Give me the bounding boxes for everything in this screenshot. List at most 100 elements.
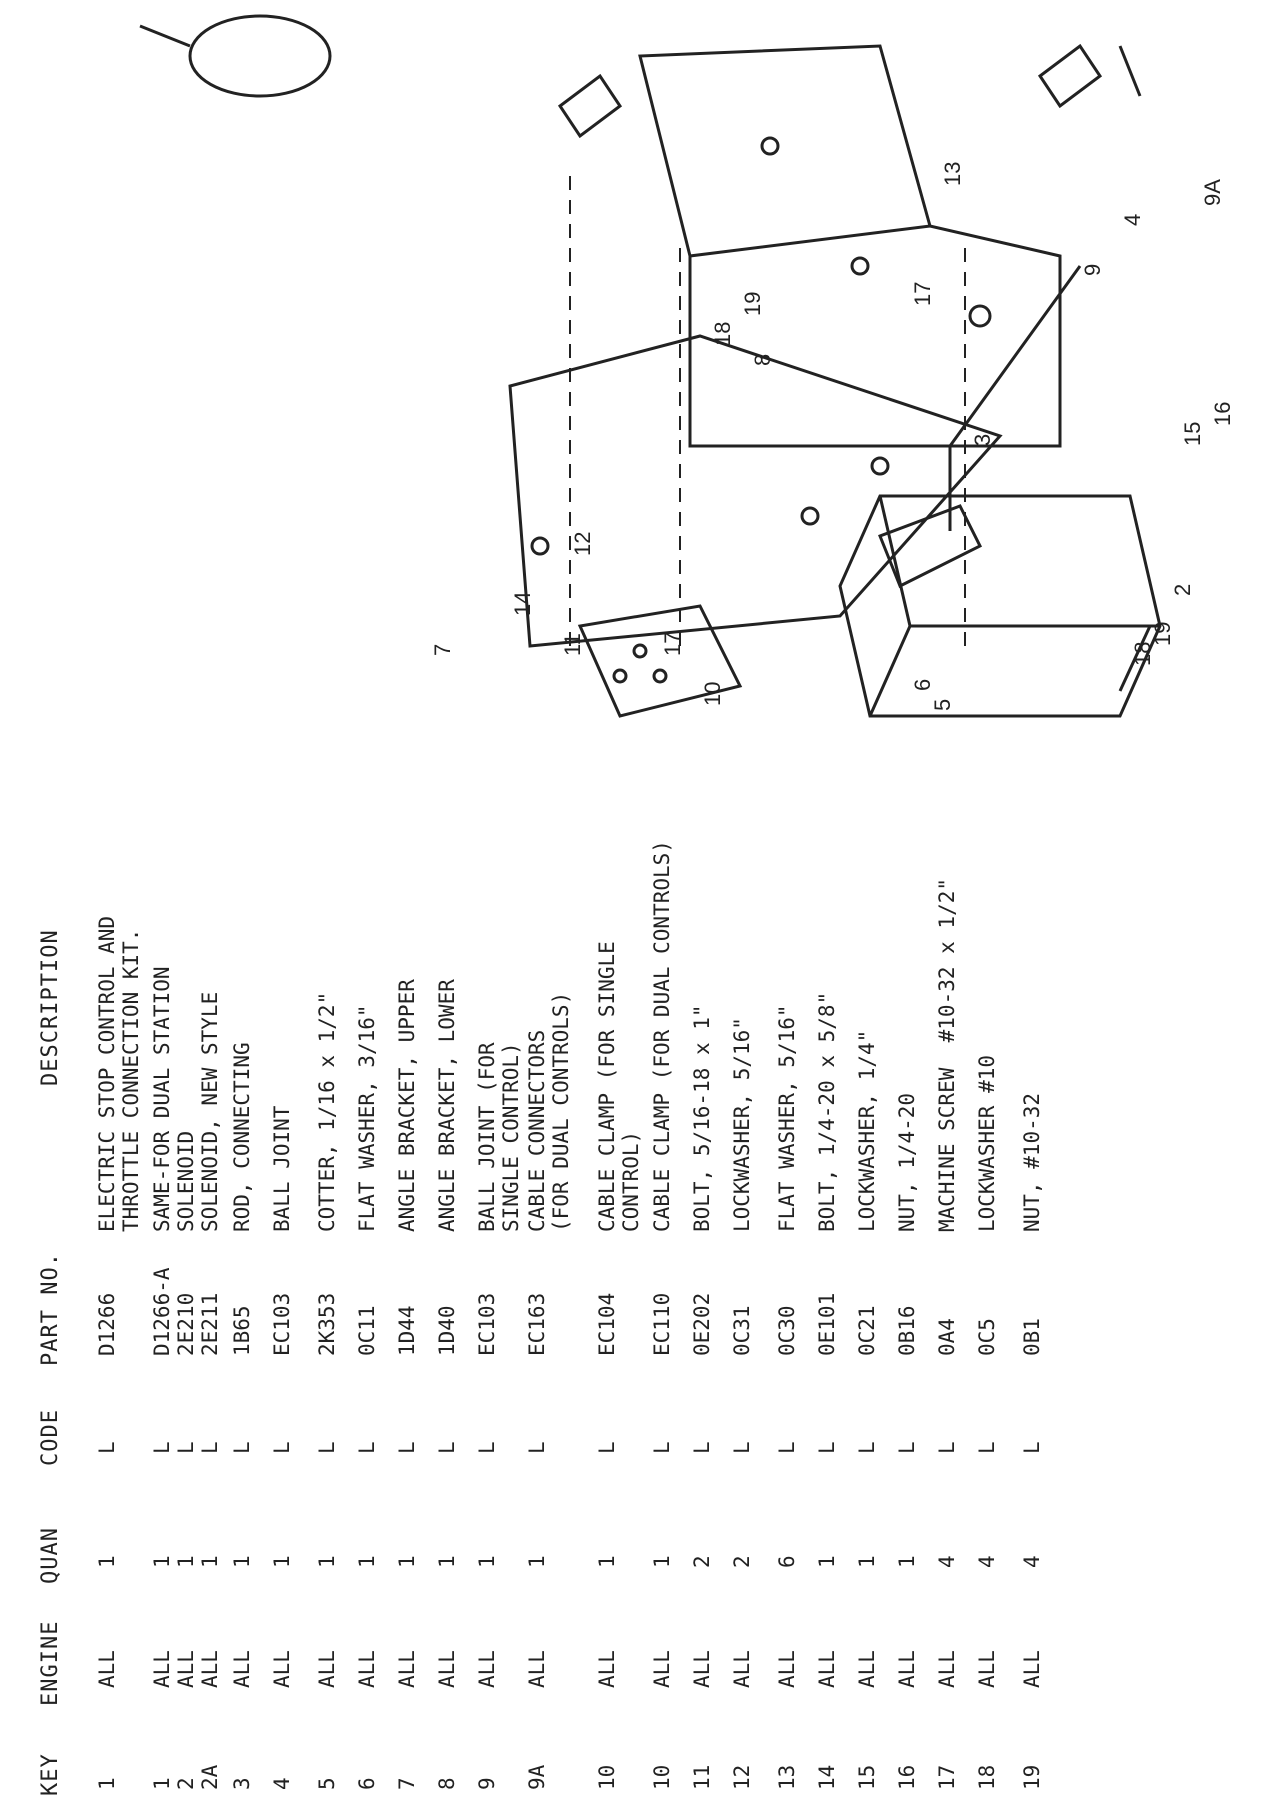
cell-part: D1266-A 2E210 2E211 <box>150 1267 222 1356</box>
cell-engine: ALL <box>395 1650 419 1688</box>
cell-engine: ALL <box>95 1650 119 1688</box>
cell-engine: ALL <box>355 1650 379 1688</box>
cell-key: 16 <box>895 1764 919 1790</box>
cell-quan: 1 <box>95 1555 119 1568</box>
cell-engine: ALL <box>935 1650 959 1688</box>
cell-code: L <box>595 1441 619 1454</box>
callout-label: 18 <box>1130 642 1155 666</box>
header-part-no: PART NO. <box>38 1252 63 1366</box>
callout-label: 9 <box>1080 264 1105 276</box>
callout-label: 8 <box>750 354 775 366</box>
cell-desc: BOLT, 1/4-20 x 5/8" <box>815 991 839 1232</box>
cell-key: 9 <box>475 1777 499 1790</box>
cell-quan: 4 <box>975 1555 999 1568</box>
callout-label: 10 <box>700 682 725 706</box>
callout-label: 4 <box>1120 214 1145 226</box>
cell-key: 5 <box>315 1777 339 1790</box>
cell-key: 10 <box>650 1764 674 1790</box>
cell-quan: 1 <box>475 1555 499 1568</box>
cell-desc: FLAT WASHER, 3/16" <box>355 1004 379 1232</box>
cell-key: 1 <box>95 1777 119 1790</box>
cell-desc: NUT, 1/4-20 <box>895 1092 919 1232</box>
cell-key: 4 <box>270 1777 294 1790</box>
callout-label: 3 <box>970 434 995 446</box>
cell-key: 10 <box>595 1764 619 1790</box>
callout-label: 2 <box>1170 584 1195 596</box>
cell-part: 0C31 <box>730 1305 754 1356</box>
cell-code: L <box>690 1441 714 1454</box>
cell-engine: ALL <box>650 1650 674 1688</box>
callout-label: 6 <box>910 679 935 691</box>
cell-quan: 2 <box>690 1555 714 1568</box>
cell-part: D1266 <box>95 1292 119 1356</box>
cell-desc: ELECTRIC STOP CONTROL AND THROTTLE CONNE… <box>95 915 143 1232</box>
cell-engine: ALL <box>595 1650 619 1688</box>
cell-engine: ALL <box>895 1650 919 1688</box>
cell-desc: LOCKWASHER, 1/4" <box>855 1029 879 1232</box>
cell-desc: CABLE CLAMP (FOR DUAL CONTROLS) <box>650 840 674 1232</box>
cell-key: 7 <box>395 1777 419 1790</box>
header-description: DESCRIPTION <box>38 929 63 1086</box>
cell-part: 1B65 <box>230 1305 254 1356</box>
cell-code: L <box>95 1441 119 1454</box>
cell-code: L <box>230 1441 254 1454</box>
cell-desc: CABLE CLAMP (FOR SINGLE CONTROL) <box>595 941 643 1232</box>
cell-part: 2K353 <box>315 1292 339 1356</box>
cell-desc: LOCKWASHER, 5/16" <box>730 1017 754 1232</box>
callout-label: 19 <box>740 292 765 316</box>
cell-part: 0A4 <box>935 1318 959 1356</box>
cell-key: 15 <box>855 1764 879 1790</box>
cell-desc: COTTER, 1/16 x 1/2" <box>315 991 339 1232</box>
cell-code: L <box>935 1441 959 1454</box>
cell-engine: ALL <box>525 1650 549 1688</box>
cell-quan: 1 1 1 <box>150 1555 222 1568</box>
cell-quan: 1 <box>355 1555 379 1568</box>
header-key: KEY <box>38 1753 63 1796</box>
callout-label: 17 <box>910 282 935 306</box>
cell-key: 13 <box>775 1764 799 1790</box>
cell-quan: 1 <box>270 1555 294 1568</box>
cell-quan: 4 <box>935 1555 959 1568</box>
cell-engine: ALL <box>855 1650 879 1688</box>
cell-code: L <box>855 1441 879 1454</box>
cell-part: 0C11 <box>355 1305 379 1356</box>
callout-label: 9A <box>1200 179 1225 206</box>
cell-quan: 4 <box>1020 1555 1044 1568</box>
cell-code: L <box>270 1441 294 1454</box>
cell-quan: 1 <box>650 1555 674 1568</box>
callout-label: 7 <box>430 644 455 656</box>
cell-desc: ANGLE BRACKET, UPPER <box>395 979 419 1232</box>
callout-label: 12 <box>570 532 595 556</box>
cell-desc: BALL JOINT <box>270 1105 294 1232</box>
cell-key: 8 <box>435 1777 459 1790</box>
cell-part: EC104 <box>595 1292 619 1356</box>
cable-connector-drawing <box>139 14 332 98</box>
upper-bracket-drawing <box>508 334 1003 648</box>
lower-bracket-drawing <box>638 44 1062 448</box>
cable-clamp-drawing <box>577 604 743 718</box>
callout-label: 19 <box>1150 622 1175 646</box>
header-quan: QUAN <box>38 1527 63 1584</box>
cell-key: 6 <box>355 1777 379 1790</box>
cell-desc: BALL JOINT (FOR SINGLE CONTROL) <box>475 1042 523 1232</box>
callout-label: 15 <box>1180 422 1205 446</box>
cell-key: 19 <box>1020 1764 1044 1790</box>
cell-part: EC103 <box>270 1292 294 1356</box>
cell-code: L L L <box>150 1441 222 1454</box>
cell-part: 0C5 <box>975 1318 999 1356</box>
cell-part: 1D44 <box>395 1305 419 1356</box>
cell-desc: LOCKWASHER #10 <box>975 1054 999 1232</box>
cell-part: 0E202 <box>690 1292 714 1356</box>
cell-engine: ALL <box>975 1650 999 1688</box>
header-engine: ENGINE <box>38 1620 63 1706</box>
callout-label: 14 <box>510 592 535 616</box>
cell-code: L <box>355 1441 379 1454</box>
cell-key: 1 2 2A <box>150 1764 222 1790</box>
cell-code: L <box>775 1441 799 1454</box>
solenoid-drawing <box>838 494 1162 718</box>
cell-code: L <box>650 1441 674 1454</box>
cell-code: L <box>395 1441 419 1454</box>
